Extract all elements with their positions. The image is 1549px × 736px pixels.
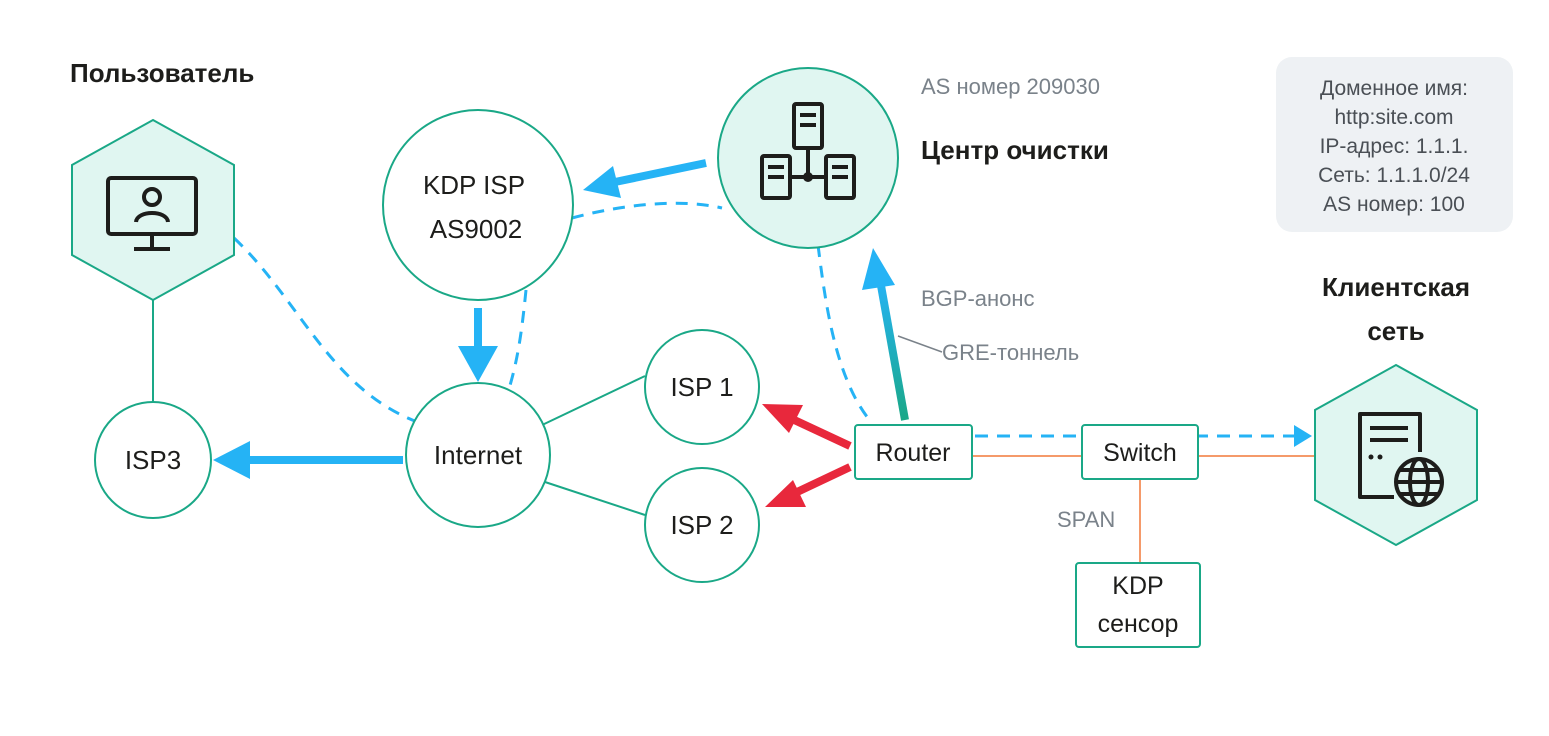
link-internet-isp2 bbox=[544, 481, 646, 516]
server-led-1 bbox=[1368, 454, 1374, 460]
arrow-router-to-cleaning-shaft bbox=[876, 279, 909, 421]
dashed-cleaning-router bbox=[816, 244, 874, 424]
arrow-router-to-cleaning-head bbox=[862, 248, 895, 290]
kdp-sensor-box[interactable] bbox=[1075, 562, 1201, 648]
internet-node[interactable] bbox=[405, 382, 551, 528]
user-hexagon[interactable] bbox=[71, 118, 235, 302]
arrow-router-to-isp1-head bbox=[762, 404, 803, 433]
info-line-1: Доменное имя: bbox=[1320, 77, 1468, 100]
isp3-node[interactable] bbox=[94, 401, 212, 519]
arrow-router-to-isp2-shaft bbox=[793, 463, 852, 497]
isp3-label: ISP3 bbox=[125, 445, 181, 475]
arrow-cleaning-to-kdpisp-head bbox=[583, 166, 621, 198]
isp2-label: ISP 2 bbox=[670, 510, 733, 540]
kdp-isp-label-line2: AS9002 bbox=[430, 214, 523, 244]
server-cluster-junction bbox=[803, 172, 813, 182]
arrow-router-to-isp1-shaft bbox=[788, 414, 852, 450]
span-label: SPAN bbox=[1057, 507, 1115, 532]
link-internet-isp1 bbox=[539, 375, 646, 427]
router-label: Router bbox=[875, 439, 950, 467]
isp2-node[interactable] bbox=[644, 467, 760, 583]
router-box[interactable] bbox=[854, 424, 973, 480]
sensor-label-line2: сенсор bbox=[1098, 610, 1179, 638]
switch-box[interactable] bbox=[1081, 424, 1199, 480]
dashed-kdpisp-internet bbox=[506, 289, 528, 393]
client-title-line2: сеть bbox=[1367, 316, 1424, 346]
gre-pointer-line bbox=[897, 335, 943, 353]
bgp-label: BGP-анонс bbox=[921, 286, 1035, 311]
user-title: Пользователь bbox=[70, 58, 254, 88]
info-box bbox=[1276, 57, 1513, 232]
server-led-2 bbox=[1377, 454, 1383, 460]
info-line-5: AS номер: 100 bbox=[1323, 193, 1465, 216]
info-line-2: http:site.com bbox=[1334, 106, 1453, 129]
monitor-user-icon bbox=[106, 176, 198, 251]
gre-label: GRE-тоннель bbox=[942, 340, 1079, 365]
arrow-internet-to-isp3-head bbox=[213, 441, 250, 479]
cleaning-title: Центр очистки bbox=[921, 135, 1109, 165]
server-globe-icon bbox=[1358, 412, 1444, 507]
dashed-kdpisp-cleaning bbox=[571, 201, 723, 220]
arrow-router-to-isp2-head bbox=[765, 480, 806, 507]
info-line-4: Сеть: 1.1.1.0/24 bbox=[1318, 164, 1470, 187]
isp1-node[interactable] bbox=[644, 329, 760, 445]
internet-label: Internet bbox=[434, 440, 523, 470]
isp1-label: ISP 1 bbox=[670, 372, 733, 402]
arrow-cleaning-to-kdpisp-shaft bbox=[614, 159, 707, 186]
client-title-line1: Клиентская bbox=[1322, 272, 1470, 302]
sensor-label-line1: KDP bbox=[1112, 572, 1163, 600]
kdp-isp-node[interactable] bbox=[382, 109, 574, 301]
switch-label: Switch bbox=[1103, 439, 1177, 467]
arrow-kdpisp-to-internet-head bbox=[458, 346, 498, 382]
client-hexagon[interactable] bbox=[1314, 363, 1478, 547]
as-number-label: AS номер 209030 bbox=[921, 74, 1100, 99]
dashed-arrowhead-client bbox=[1294, 425, 1312, 447]
info-line-3: IP-адрес: 1.1.1. bbox=[1320, 135, 1469, 158]
kdp-isp-label-line1: KDP ISP bbox=[423, 170, 525, 200]
dashed-user-internet bbox=[232, 236, 421, 425]
